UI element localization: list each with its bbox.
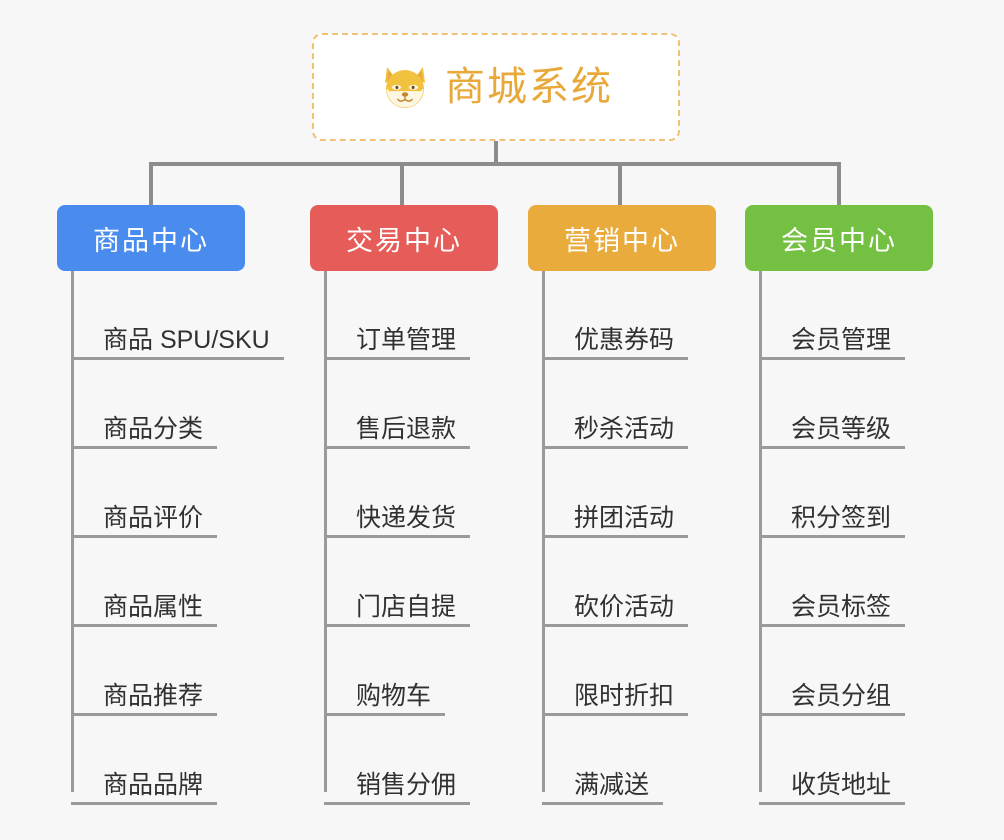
category-header-product[interactable]: 商品中心: [57, 205, 245, 271]
list-item[interactable]: 售后退款: [324, 360, 498, 449]
list-item[interactable]: 商品属性: [71, 538, 245, 627]
list-item-label: 砍价活动: [574, 592, 675, 621]
list-item[interactable]: 商品品牌: [71, 716, 245, 805]
connector-drop-3: [618, 162, 622, 207]
leaf-stack-trade: 订单管理 售后退款 快递发货 门店自提 购物车 销售分佣: [324, 271, 498, 805]
connector-drop-2: [400, 162, 404, 207]
root-node-title: 商城系统: [445, 65, 613, 109]
leaf-rail: [542, 271, 545, 792]
category-header-marketing[interactable]: 营销中心: [528, 205, 716, 271]
list-item-label: 会员标签: [791, 592, 892, 621]
list-item[interactable]: 购物车: [324, 627, 498, 716]
category-column-product: 商品中心 商品 SPU/SKU 商品分类 商品评价 商品属性 商品推荐: [57, 205, 284, 805]
connector-root-stem: [494, 141, 498, 164]
category-header-member[interactable]: 会员中心: [745, 205, 933, 271]
list-item-label: 会员等级: [791, 414, 892, 443]
leaf-rail: [324, 271, 327, 792]
list-item[interactable]: 积分签到: [759, 449, 933, 538]
list-item-label: 会员管理: [791, 325, 892, 354]
category-column-trade: 交易中心 订单管理 售后退款 快递发货 门店自提 购物车: [310, 205, 498, 805]
list-item[interactable]: 门店自提: [324, 538, 498, 627]
list-item-label: 收货地址: [791, 770, 892, 799]
list-item[interactable]: 商品推荐: [71, 627, 245, 716]
list-item[interactable]: 快递发货: [324, 449, 498, 538]
list-item-label: 拼团活动: [574, 503, 675, 532]
list-item[interactable]: 砍价活动: [542, 538, 716, 627]
leaf-rail: [71, 271, 74, 792]
list-item-label: 门店自提: [356, 592, 457, 621]
list-item-label: 积分签到: [791, 503, 892, 532]
list-item[interactable]: 订单管理: [324, 271, 498, 360]
list-item[interactable]: 收货地址: [759, 716, 933, 805]
connector-drop-4: [837, 162, 841, 207]
category-column-marketing: 营销中心 优惠券码 秒杀活动 拼团活动 砍价活动 限时折扣: [528, 205, 716, 805]
list-item-label: 售后退款: [356, 414, 457, 443]
list-item[interactable]: 限时折扣: [542, 627, 716, 716]
category-column-member: 会员中心 会员管理 会员等级 积分签到 会员标签 会员分组: [745, 205, 933, 805]
list-item[interactable]: 商品 SPU/SKU: [71, 271, 284, 360]
leaf-stack-product: 商品 SPU/SKU 商品分类 商品评价 商品属性 商品推荐 商品品牌: [71, 271, 284, 805]
list-item-label: 商品分类: [103, 414, 204, 443]
list-item-label: 快递发货: [356, 503, 457, 532]
list-item-label: 满减送: [574, 770, 650, 799]
list-item[interactable]: 会员标签: [759, 538, 933, 627]
list-item-label: 销售分佣: [356, 770, 457, 799]
list-item[interactable]: 满减送: [542, 716, 716, 805]
list-item-label: 商品品牌: [103, 770, 204, 799]
list-item[interactable]: 商品评价: [71, 449, 245, 538]
list-item-label: 商品 SPU/SKU: [103, 325, 270, 354]
list-item-label: 限时折扣: [574, 681, 675, 710]
list-item-label: 优惠券码: [574, 325, 675, 354]
list-item-label: 秒杀活动: [574, 414, 675, 443]
list-item[interactable]: 秒杀活动: [542, 360, 716, 449]
list-item-label: 商品属性: [103, 592, 204, 621]
list-item-label: 订单管理: [356, 325, 457, 354]
list-item[interactable]: 销售分佣: [324, 716, 498, 805]
leaf-stack-marketing: 优惠券码 秒杀活动 拼团活动 砍价活动 限时折扣 满减送: [542, 271, 716, 805]
connector-drop-1: [149, 162, 153, 207]
list-item-label: 会员分组: [791, 681, 892, 710]
list-item-label: 商品评价: [103, 503, 204, 532]
list-item-label: 购物车: [356, 681, 432, 710]
shiba-dog-icon: [379, 63, 431, 111]
list-item[interactable]: 优惠券码: [542, 271, 716, 360]
leaf-stack-member: 会员管理 会员等级 积分签到 会员标签 会员分组 收货地址: [759, 271, 933, 805]
list-item[interactable]: 商品分类: [71, 360, 245, 449]
list-item[interactable]: 拼团活动: [542, 449, 716, 538]
category-header-trade[interactable]: 交易中心: [310, 205, 498, 271]
list-item[interactable]: 会员等级: [759, 360, 933, 449]
root-node-mall-system[interactable]: 商城系统: [312, 33, 680, 141]
list-item[interactable]: 会员管理: [759, 271, 933, 360]
list-item[interactable]: 会员分组: [759, 627, 933, 716]
list-item-label: 商品推荐: [103, 681, 204, 710]
leaf-rail: [759, 271, 762, 792]
connector-horizontal-bus: [149, 162, 841, 166]
